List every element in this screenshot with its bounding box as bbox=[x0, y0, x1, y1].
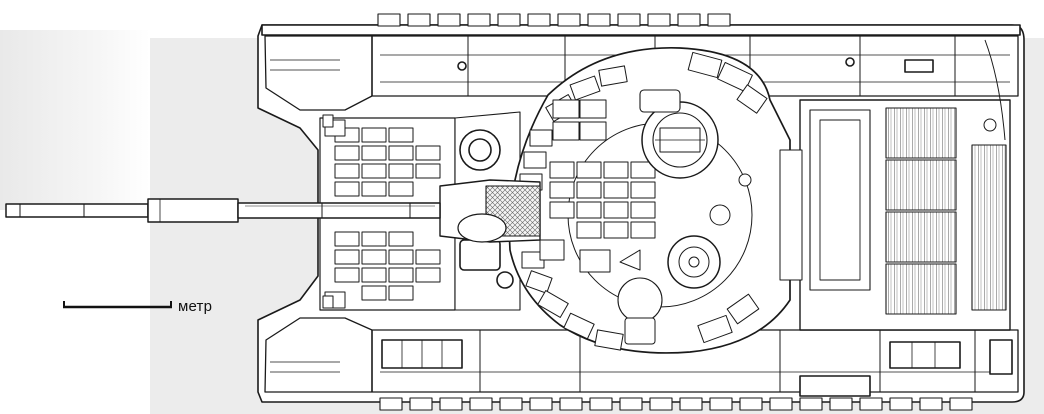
main-gun-barrel bbox=[5, 198, 441, 223]
engine-deck bbox=[779, 39, 1011, 331]
scale-bar-label: метр bbox=[178, 298, 213, 315]
commander-cupola bbox=[639, 89, 719, 179]
turret bbox=[508, 47, 791, 354]
glacis-era-bricks-upper bbox=[334, 127, 441, 197]
engine-grille-4 bbox=[885, 263, 957, 315]
lower-track-fender bbox=[264, 317, 1019, 397]
gunner-hatch bbox=[667, 235, 721, 289]
exhaust-grille bbox=[971, 144, 1007, 311]
engine-grille-2 bbox=[885, 159, 957, 211]
scan-margin-smudge bbox=[0, 30, 150, 210]
upper-track-shoes bbox=[377, 13, 731, 27]
turret-roof-blocks bbox=[549, 99, 656, 239]
engine-grille-1 bbox=[885, 107, 957, 159]
glacis-era-bricks-lower bbox=[334, 231, 441, 301]
engine-grille-3 bbox=[885, 211, 957, 263]
lower-track-shoes bbox=[379, 397, 973, 411]
scale-bar bbox=[63, 301, 172, 309]
